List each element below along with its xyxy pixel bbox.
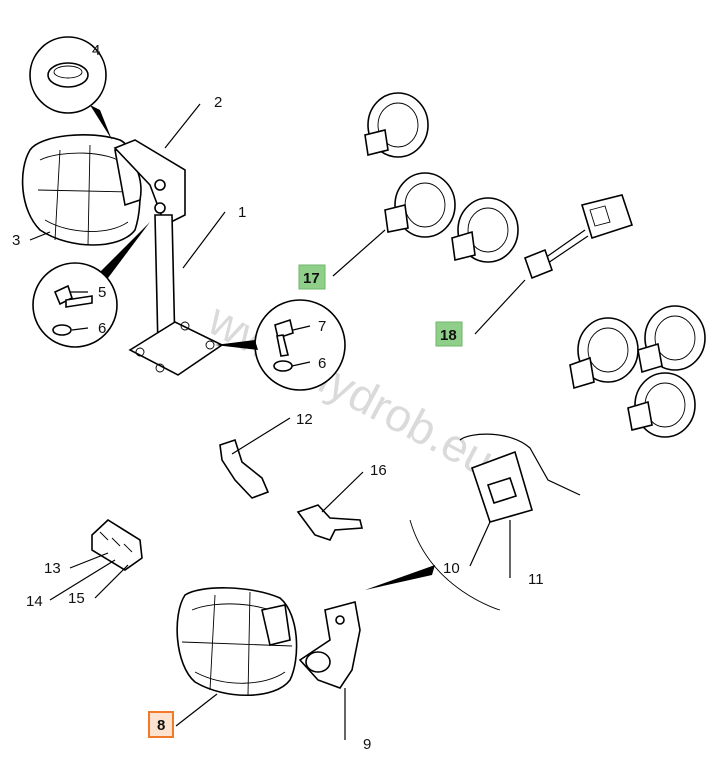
callout-8: 8 [157, 717, 165, 734]
callout-1: 1 [238, 204, 246, 221]
detail-circle-4 [29, 36, 112, 140]
lamp-group-right-illustration [569, 305, 706, 438]
leader-lines [29, 103, 526, 740]
callout-17: 17 [303, 270, 320, 287]
connector-18-illustration [523, 194, 634, 280]
lamp-3-illustration [21, 134, 142, 246]
callout-9: 9 [363, 736, 371, 753]
callout-7: 7 [318, 318, 326, 335]
callout-11: 11 [528, 571, 544, 588]
bracket-2-illustration [113, 139, 186, 227]
lamp-group-17-illustration [364, 92, 519, 263]
callout-2: 2 [214, 94, 222, 111]
switch-block-13-14-15-illustration [91, 518, 143, 571]
callout-18: 18 [440, 327, 457, 344]
callout-18-box [435, 321, 463, 347]
detail-circle-7-6 [215, 299, 346, 391]
clip-12-illustration [219, 438, 270, 499]
callout-12: 12 [296, 411, 313, 428]
detail-circle-5-6 [32, 222, 150, 348]
callout-13: 13 [44, 560, 61, 577]
callout-16: 16 [370, 462, 387, 479]
callout-10: 10 [443, 560, 460, 577]
post-1-illustration [128, 214, 224, 376]
bracket-9-illustration [298, 601, 361, 689]
callout-labels: 1 2 3 4 5 6 7 6 12 16 13 14 15 10 11 9 1… [12, 42, 544, 753]
callout-6-right: 6 [318, 355, 326, 372]
callout-4: 4 [92, 42, 100, 59]
callout-3: 3 [12, 232, 20, 249]
clip-16-illustration [296, 504, 364, 541]
callout-15: 15 [68, 590, 85, 607]
callout-14: 14 [26, 593, 43, 610]
callout-17-box [298, 264, 326, 290]
callout-6-left: 6 [98, 320, 106, 337]
lamp-8-illustration [176, 587, 298, 697]
detail-circle-10-11 [365, 433, 581, 611]
callout-8-box [148, 711, 174, 738]
callout-5: 5 [98, 284, 106, 301]
